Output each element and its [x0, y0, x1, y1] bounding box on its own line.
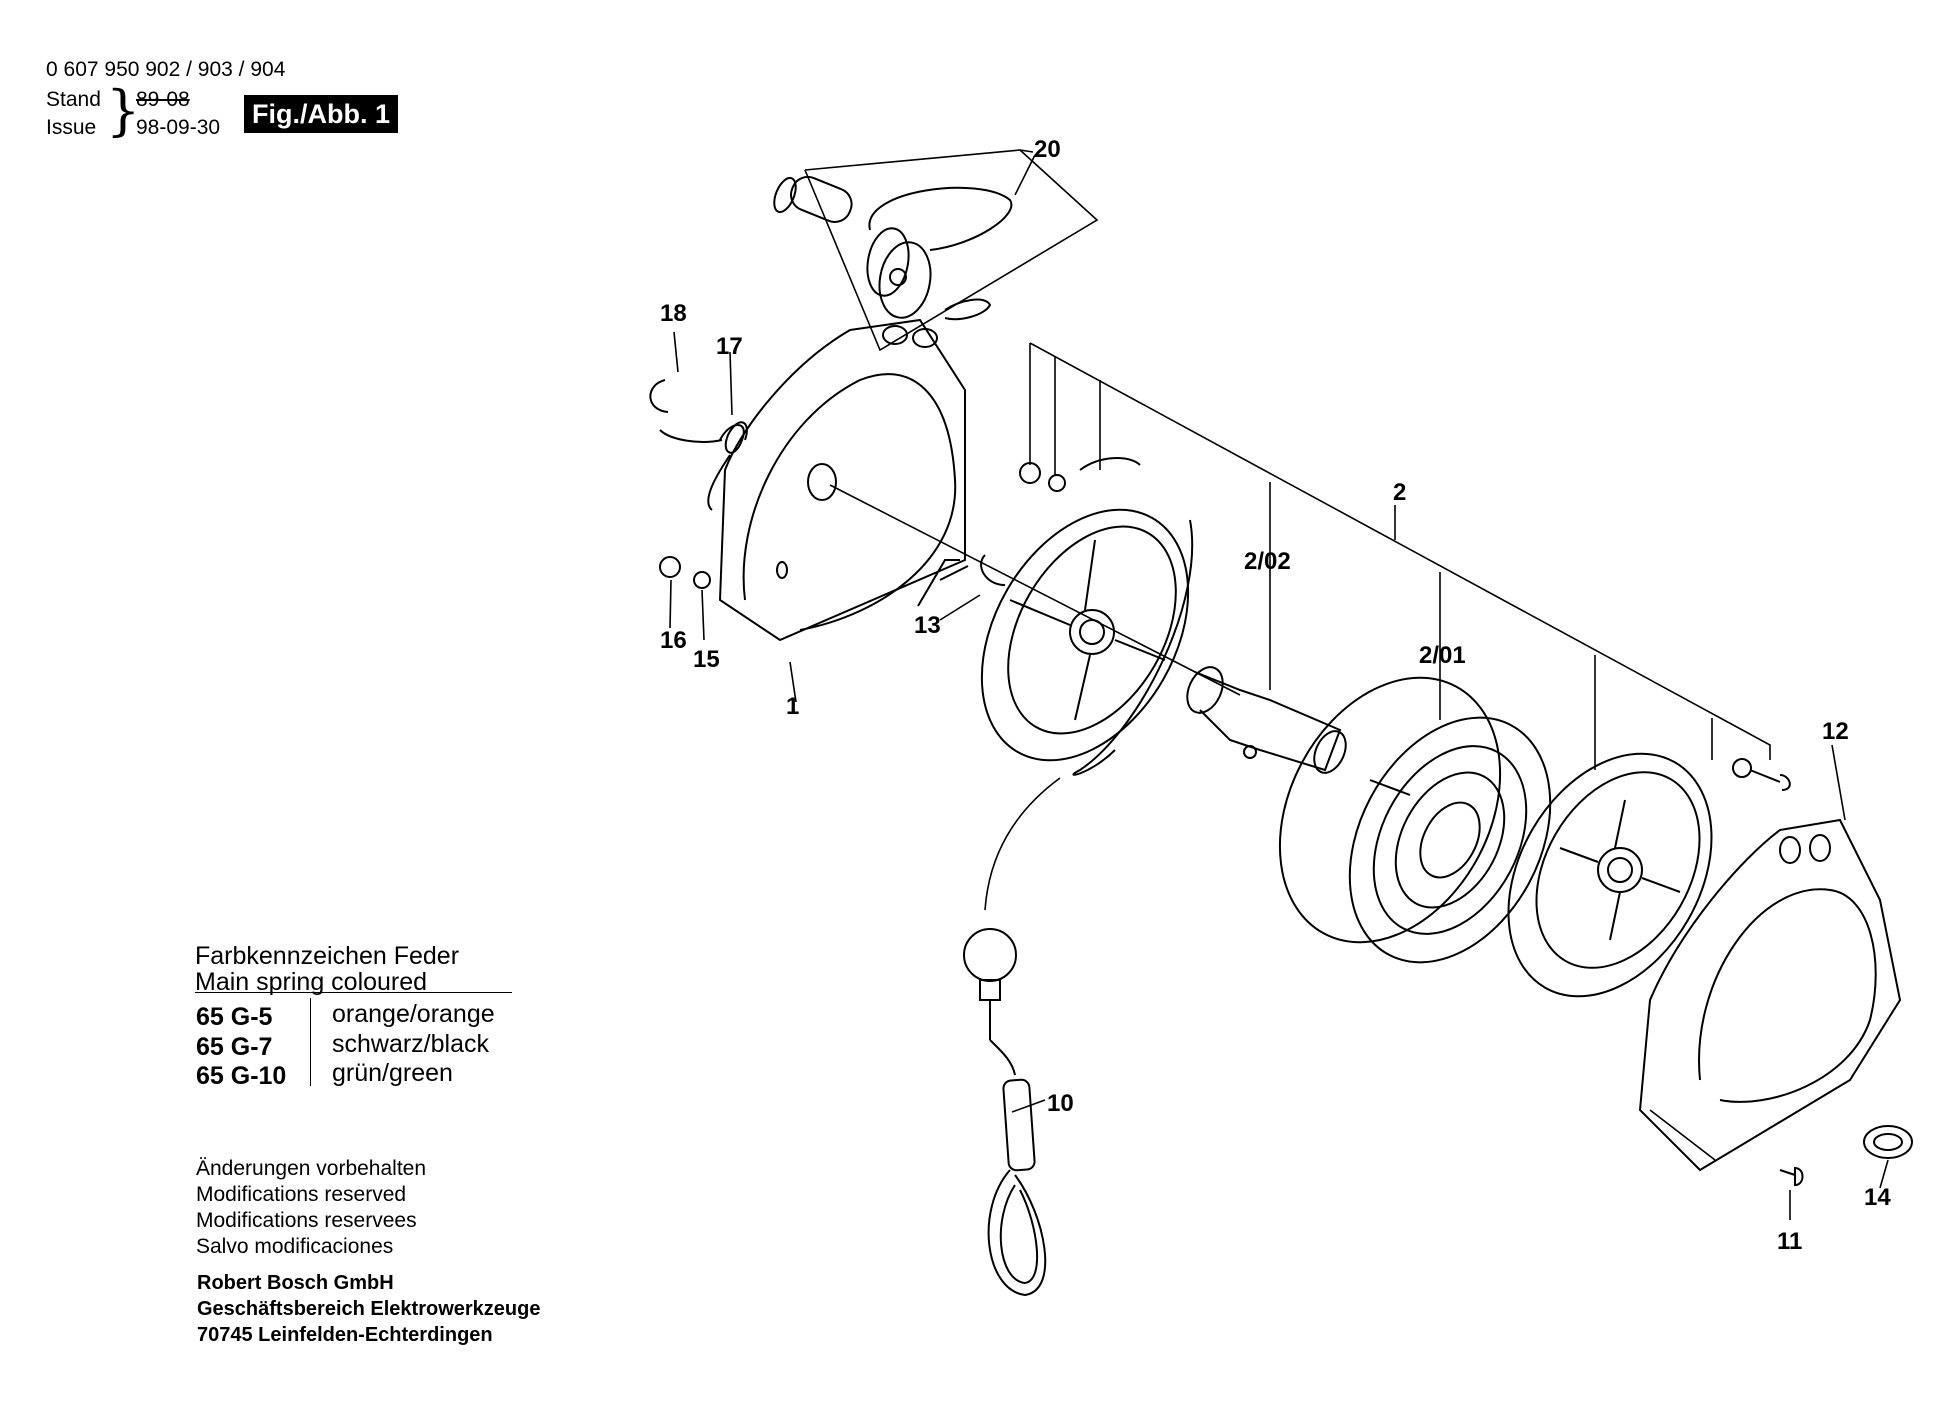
screw-right — [1750, 770, 1790, 790]
notice-line: Modifications reservees — [196, 1209, 417, 1232]
stand-label: Stand — [46, 88, 101, 111]
figure-label: Fig./Abb. 1 — [244, 95, 398, 133]
company-address: 70745 Leinfelden-Echterdingen — [197, 1324, 493, 1346]
legend-title-en: Main spring coloured — [195, 968, 428, 996]
circlip-13 — [981, 555, 1005, 585]
callout-12: 12 — [1822, 718, 1849, 745]
callout-17: 17 — [716, 333, 743, 360]
callout-10: 10 — [1047, 1090, 1074, 1117]
legend-color: grün/green — [332, 1059, 453, 1087]
legend-code: 65 G-5 — [196, 1003, 273, 1031]
spring-cover-disc — [1467, 717, 1753, 1032]
notice-line: Änderungen vorbehalten — [196, 1157, 427, 1180]
issue-value: 98-09-30 — [136, 116, 221, 139]
issue-label: Issue — [46, 116, 97, 139]
legend-color: schwarz/black — [332, 1030, 489, 1058]
legend-divider — [195, 992, 512, 993]
notice-line: Salvo modificaciones — [196, 1235, 394, 1258]
legend-code: 65 G-10 — [196, 1062, 287, 1090]
right-housing — [1640, 820, 1900, 1170]
callout-2-01: 2/01 — [1419, 642, 1466, 669]
stand-value: 89-08 — [136, 88, 190, 111]
shaft-part — [1180, 661, 1352, 777]
washer-15 — [694, 572, 710, 588]
drum-assembly-bracket — [1030, 343, 1770, 770]
nut-top — [1020, 463, 1040, 483]
legend-title-de: Farbkennzeichen Feder — [195, 942, 460, 970]
washer-top — [1049, 475, 1065, 491]
main-spring — [1236, 639, 1591, 997]
callout-15: 15 — [693, 646, 720, 673]
left-housing — [720, 320, 968, 640]
notice-line: Modifications reserved — [196, 1183, 407, 1206]
grommet-14-hole — [1874, 1134, 1902, 1150]
callout-14: 14 — [1864, 1184, 1891, 1211]
legend-column-divider — [310, 998, 311, 1086]
shackle-assembly — [770, 150, 1097, 350]
cable-drum — [830, 473, 1240, 797]
nut-16 — [660, 557, 680, 577]
cable-and-hook — [964, 778, 1060, 1295]
legend-color: orange/orange — [332, 1000, 495, 1028]
callout-2: 2 — [1393, 479, 1407, 506]
circlip-18 — [650, 380, 668, 412]
company-name: Robert Bosch GmbH — [197, 1272, 394, 1294]
callout-2-02: 2/02 — [1244, 548, 1291, 575]
callout-16: 16 — [660, 627, 687, 654]
header-brace: } — [106, 79, 141, 142]
callout-20: 20 — [1034, 136, 1061, 163]
callout-13: 13 — [914, 612, 941, 639]
nut-right — [1733, 759, 1751, 777]
company-division: Geschäftsbereich Elektrowerkzeuge — [197, 1298, 541, 1320]
screw-11 — [1780, 1168, 1803, 1185]
callout-11: 11 — [1777, 1228, 1803, 1255]
part-numbers: 0 607 950 902 / 903 / 904 — [46, 58, 286, 81]
callout-18: 18 — [660, 300, 687, 327]
leader-lines — [670, 155, 1888, 1220]
grommet-14 — [1864, 1126, 1912, 1158]
callout-1: 1 — [786, 693, 800, 720]
legend-code: 65 G-7 — [196, 1033, 273, 1061]
cable-end — [1080, 458, 1140, 470]
torsion-spring-17 — [660, 422, 747, 510]
